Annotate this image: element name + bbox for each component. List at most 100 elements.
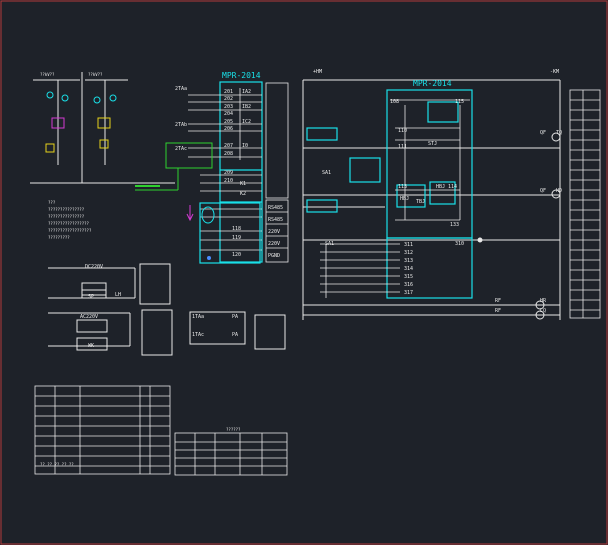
label-qf-1: QF [540,130,546,136]
ct-label-b: 2TAb [175,122,187,128]
label-lq: LQ [540,308,546,314]
ac220-block [48,309,286,356]
communication-box [199,202,261,264]
label-i0: I0 [242,143,248,149]
ta1-label: 1TAa [192,314,204,320]
label-k2: K2 [240,191,246,197]
pa1-label: PA [232,314,238,320]
label-rf-2: RF [495,308,501,314]
label-rf-1: RF [495,298,501,304]
mpr-right-inner [390,99,470,221]
pin-204: 204 [224,111,233,117]
sp-label: SP [88,294,94,300]
label-pgnd: PGND [268,253,280,259]
one-line-title-b: ??kV?? [88,72,103,77]
label-sa1-b: SA1 [325,241,334,247]
mpr-right-title: MPR-2014 [413,79,452,88]
label-hbj-b: HBJ [400,196,409,202]
dc220-label: DC220V [85,264,103,270]
pin-120: 120 [232,252,241,258]
label-tbj: TBJ [416,199,425,205]
label-hbj-a: HBJ [436,184,445,190]
mpr-left-box [219,81,263,263]
pin-314: 314 [404,266,413,272]
pin-119: 119 [232,235,241,241]
svg-text:???????????????: ??????????????? [48,214,85,219]
ct-coil-icon [201,206,215,224]
title-table-small [174,432,288,476]
mpr-right-terminals: 311 312 313 314 315 316 317 [404,242,413,296]
svg-text:?????????????????: ????????????????? [48,221,90,226]
table-footer-text: ?? ?? ?? ?? ?? [40,462,74,467]
pin-208: 208 [224,151,233,157]
num-310: 310 [455,241,464,247]
num-108: 108 [390,99,399,105]
ct-input-wires [188,88,262,251]
pin-316: 316 [404,282,413,288]
terminal-strip-right [569,89,601,319]
magenta-arrow-icon [186,205,194,222]
ct-labels: 2TAa 2TAb 2TAc [175,86,187,152]
ta2-label: 1TAc [192,332,204,338]
table-small-caption: ?????? [226,427,241,432]
label-stj: STJ [428,141,437,147]
label-tq: TQ [556,130,562,136]
blue-node-icon [207,256,211,260]
control-coils [477,132,561,320]
pin-311: 311 [404,242,413,248]
pin-201: 201 [224,89,233,95]
label-qf-2: QF [540,188,546,194]
title-table-large [34,385,171,475]
label-sa1-a: SA1 [322,170,331,176]
pin-203: 203 [224,104,233,110]
pin-209: 209 [224,170,233,176]
pin-315: 315 [404,274,413,280]
mpr-right-box [386,89,473,299]
terminal-column-left [265,82,289,263]
control-labels: SA1 SA1 +HM -KM QF QF TQ HD RF RF HR LQ [313,69,562,314]
svg-text:???????????????: ??????????????? [48,207,85,212]
lh-label: LH [115,292,121,298]
svg-text:?????????: ????????? [48,235,70,240]
mpr-pin-labels: 201 202 203 204 205 206 207 208 209 210 … [224,89,251,258]
pa2-label: PA [232,332,238,338]
num-115: 115 [455,99,464,105]
svg-text:??????????????????: ?????????????????? [48,228,92,233]
num-111: 111 [398,144,407,150]
pin-317: 317 [404,290,413,296]
zero-seq-ct-box [165,142,213,169]
label-k1: K1 [240,181,246,187]
label-km: -KM [550,69,559,75]
label-220v-a: 220V [268,229,280,235]
digital-input-lines [320,243,400,298]
label-hr: HR [540,298,547,304]
pin-313: 313 [404,258,413,264]
label-hm: +HM [313,69,322,75]
cyan-switch-boxes [306,127,381,213]
label-rs485-b: RS485 [268,217,283,223]
label-ib2: IB2 [242,104,251,110]
ac220-label: AC220V [80,314,98,320]
num-114: 114 [448,184,457,190]
label-ia2: IA2 [242,89,251,95]
pin-312: 312 [404,250,413,256]
label-rs485-a: RS485 [268,205,283,211]
label-ic2: IC2 [242,119,251,125]
notes-block: ??? ??????????????? ??????????????? ????… [48,200,92,240]
pin-205: 205 [224,119,233,125]
dc220-block [48,263,171,305]
pin-206: 206 [224,126,233,132]
ct-label-a: 2TAa [175,86,187,92]
num-110: 110 [398,128,407,134]
num-133: 133 [450,222,459,228]
pin-118: 118 [232,226,241,232]
one-line-title-a: ??kV?? [40,72,55,77]
control-bus-lines [302,79,561,320]
mpr-left-title: MPR-2014 [222,71,261,80]
mpr-right-labels: 108 115 110 111 113 114 STJ HBJ HBJ TBJ … [390,99,464,247]
primary-one-line-block [30,72,175,184]
label-220v-b: 220V [268,241,280,247]
num-113: 113 [398,184,407,190]
